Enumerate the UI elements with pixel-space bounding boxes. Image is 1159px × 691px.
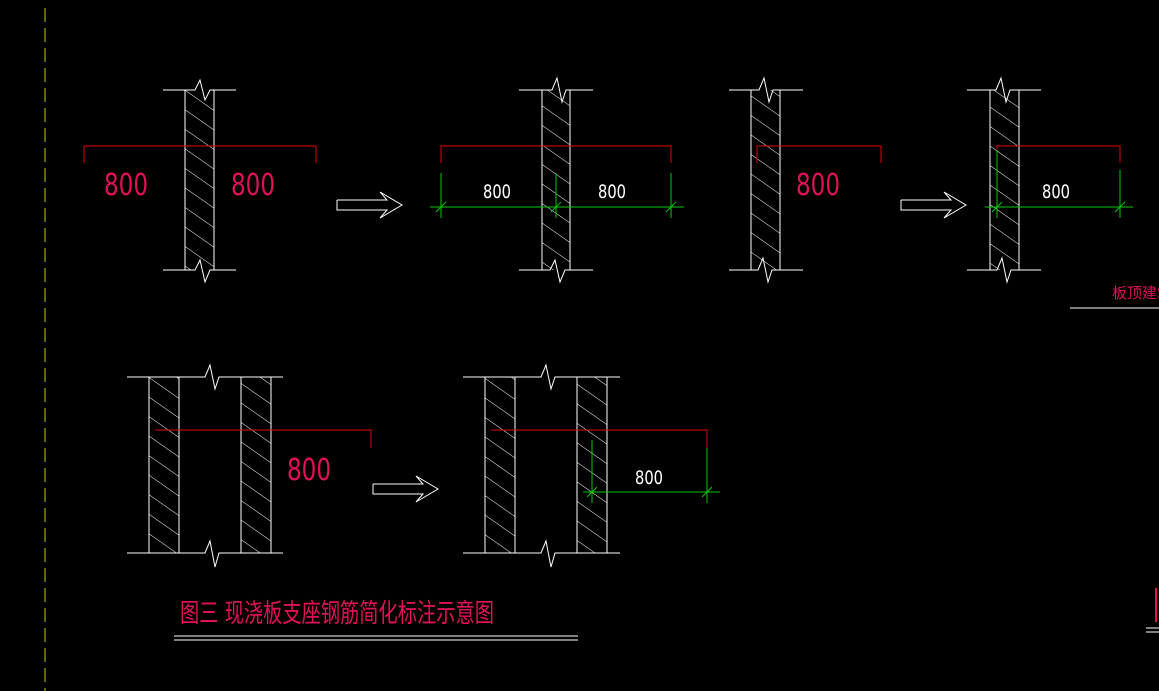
dim-label-right: 800 <box>231 168 275 203</box>
detail-5-double-wall: 800 <box>127 363 372 568</box>
dim-label-left: 800 <box>483 181 511 203</box>
dim-label: 800 <box>287 453 331 488</box>
rebar-line <box>440 145 672 163</box>
side-note: 板顶建筑 <box>1070 284 1159 309</box>
dim-label-left: 800 <box>104 168 148 203</box>
rebar-line <box>83 145 317 163</box>
detail-6-double-wall-dimensioned: 800 <box>463 363 720 568</box>
transform-arrow-1 <box>336 191 403 219</box>
rebar-line <box>491 429 708 448</box>
figure-caption: 图三 现浇板支座钢筋简化标注示意图 <box>174 599 578 641</box>
transform-arrow-3 <box>372 475 439 503</box>
dim-label-right: 800 <box>598 181 626 203</box>
dim-label: 800 <box>1042 181 1070 203</box>
edge-fragment <box>1146 588 1159 633</box>
rebar-line <box>155 429 372 448</box>
svg-text:板顶建筑: 板顶建筑 <box>1112 284 1159 302</box>
detail-3-edge-wall: 800 <box>729 76 882 284</box>
detail-1-single-wall: 800 800 <box>83 78 317 284</box>
dim-label: 800 <box>635 467 663 489</box>
dim-label: 800 <box>796 168 840 203</box>
svg-text:图三 现浇板支座钢筋简化标注示意图: 图三 现浇板支座钢筋简化标注示意图 <box>180 599 494 629</box>
rebar-line <box>756 145 882 163</box>
detail-4-edge-wall-dimensioned: 800 <box>967 76 1133 284</box>
transform-arrow-2 <box>900 191 967 219</box>
detail-2-single-wall-dimensioned: 800 800 <box>430 76 684 284</box>
